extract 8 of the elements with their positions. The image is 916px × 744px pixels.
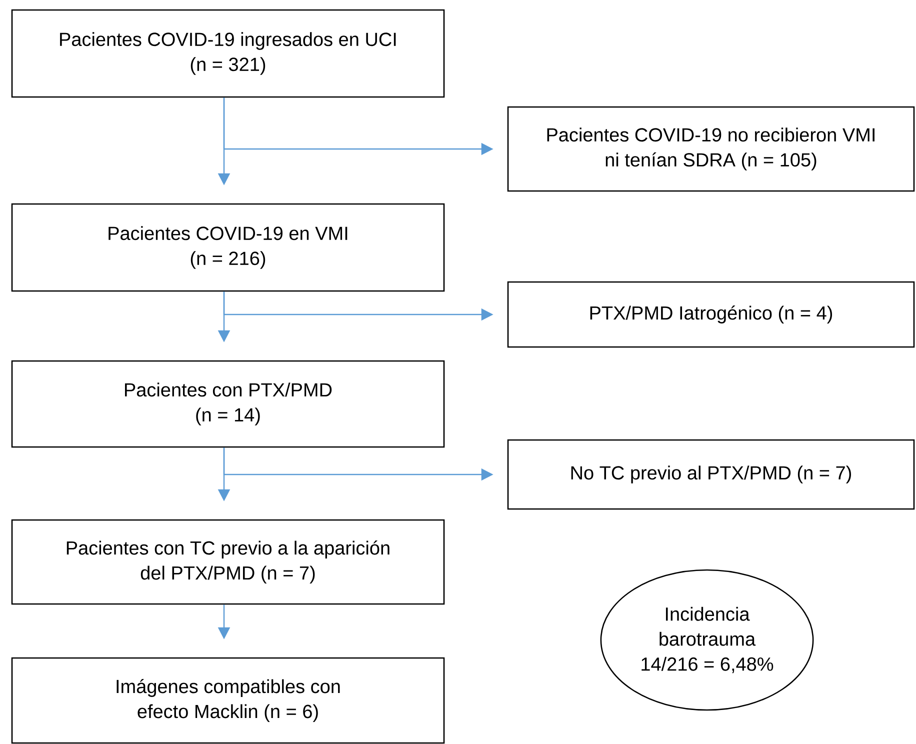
process-box: Imágenes compatibles con efecto Macklin (n = 6) [11,657,445,744]
process-box: Pacientes con TC previo a la aparición del PTX/PMD (n = 7) [11,519,445,605]
process-box: Pacientes con PTX/PMD (n = 14) [11,360,445,448]
process-box: No TC previo al PTX/PMD (n = 7) [507,439,915,510]
process-box: Pacientes COVID-19 en VMI (n = 216) [11,203,445,292]
process-box: Pacientes COVID-19 ingresados en UCI (n = 321) [11,9,445,98]
process-box: Pacientes COVID-19 no recibieron VMI ni tenían SDRA (n = 105) [507,106,915,192]
process-box: PTX/PMD Iatrogénico (n = 4) [507,281,915,348]
